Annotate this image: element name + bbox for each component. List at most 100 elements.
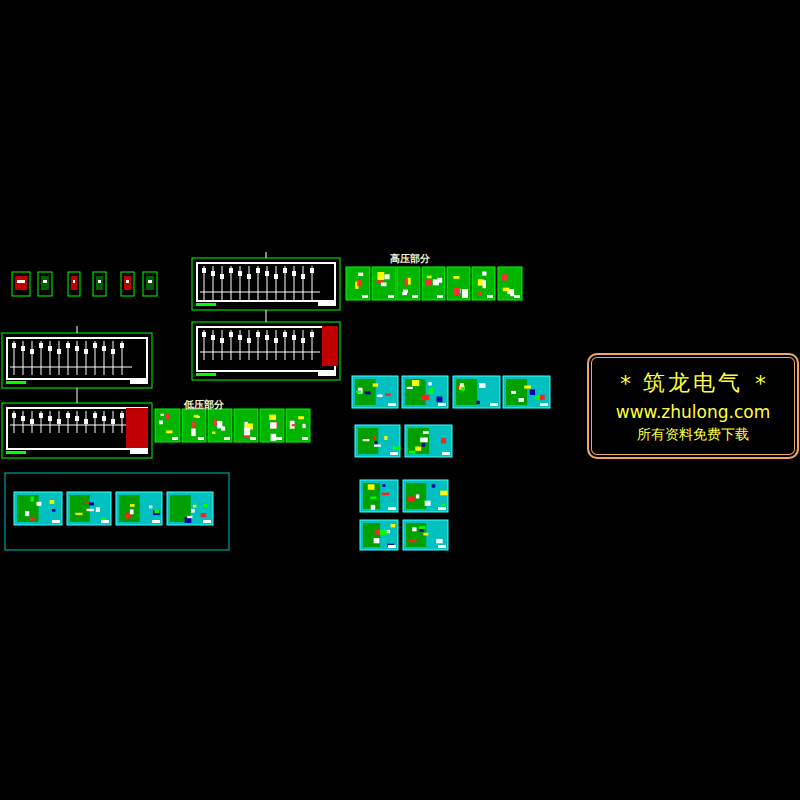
green-sheet: [498, 267, 522, 300]
breaker-symbol: [21, 346, 25, 351]
title-block: [6, 381, 26, 384]
cyan-sheet: [355, 425, 400, 457]
sheet-detail: [377, 395, 382, 397]
sheet-detail: [75, 513, 82, 515]
sheet-detail: [298, 416, 304, 419]
breaker-symbol: [202, 332, 206, 337]
schematic-table: [6, 337, 148, 380]
icon-detail: [73, 280, 75, 283]
sheet-detail: [159, 420, 163, 424]
title-block: [438, 403, 446, 406]
sheet-detail: [87, 509, 95, 511]
icon-sheet: [68, 272, 80, 296]
sheet-detail: [427, 276, 432, 279]
schematic-body: [198, 328, 334, 370]
sheet-detail: [428, 382, 431, 385]
sheet-detail: [454, 287, 460, 295]
title-block: [130, 378, 148, 384]
breaker-symbol: [229, 332, 233, 337]
green-sheet: [472, 267, 495, 300]
icon-detail: [98, 280, 101, 283]
feeder-line: [104, 411, 105, 433]
cyan-sheet: [403, 520, 448, 550]
feeder-line: [23, 411, 24, 433]
breaker-symbol: [202, 268, 206, 273]
slogan-text: 所有资料免费下载: [637, 426, 749, 444]
breaker-symbol: [265, 271, 269, 276]
cyan-sheet: [360, 520, 398, 550]
section-heading: 低压部分: [184, 398, 224, 412]
schematic-body: [8, 409, 146, 448]
sheet-detail: [405, 278, 408, 286]
breaker-symbol: [57, 419, 61, 424]
breaker-symbol: [66, 413, 70, 418]
tie-line: [77, 388, 78, 403]
schematic-sheet: [2, 403, 152, 458]
sheet-detail: [374, 444, 381, 446]
sheet-detail: [441, 438, 446, 443]
sheet-detail: [540, 395, 545, 400]
schematic-sheet: [192, 322, 340, 380]
icon-sheet: [143, 272, 157, 296]
panel-drawing: [17, 495, 39, 522]
icon-sheet: [93, 272, 106, 296]
sheet-detail: [166, 430, 172, 433]
sheet-detail: [479, 383, 485, 388]
title-block: [318, 370, 336, 376]
sheet-detail: [440, 491, 447, 496]
sheet-detail: [125, 513, 131, 519]
breaker-symbol: [12, 413, 16, 418]
breaker-symbol: [283, 268, 287, 273]
icon-fill: [124, 276, 131, 290]
sheet-detail: [25, 511, 29, 516]
sheet-detail: [511, 391, 516, 394]
sheet-detail: [271, 434, 277, 441]
sheet-detail: [429, 388, 433, 394]
icon-detail: [126, 280, 129, 283]
breaker-symbol: [30, 419, 34, 424]
title-block: [388, 507, 396, 510]
sheet-detail: [214, 419, 217, 425]
feeder-line: [303, 266, 304, 300]
breaker-symbol: [274, 274, 278, 279]
sheet-detail: [407, 387, 413, 389]
sheet-detail: [244, 428, 250, 435]
sheet-detail: [191, 509, 195, 513]
sheet-detail: [203, 504, 207, 507]
breaker-symbol: [48, 416, 52, 421]
sheet-detail: [165, 414, 169, 419]
sheet-detail: [358, 273, 363, 276]
breaker-symbol: [292, 335, 296, 340]
cyan-sheet: [402, 376, 448, 408]
sheet-detail: [536, 395, 540, 400]
website-url: www.zhulong.com: [616, 402, 770, 422]
sheet-detail: [374, 538, 380, 543]
title-block: [52, 520, 60, 523]
breaker-symbol: [256, 268, 260, 273]
sheet-detail: [426, 280, 432, 286]
panel-drawing: [363, 483, 380, 509]
green-sheet: [234, 409, 258, 442]
breaker-symbol: [220, 338, 224, 343]
feeder-line: [32, 341, 33, 375]
title-block: [442, 452, 450, 455]
breaker-symbol: [84, 349, 88, 354]
sheet-detail: [149, 505, 152, 508]
cyan-sheet: [14, 492, 62, 525]
sheet-detail: [382, 493, 389, 495]
title-block: [196, 303, 216, 306]
sheet-detail: [393, 447, 401, 450]
feeder-line: [240, 330, 241, 360]
sheet-detail: [153, 510, 160, 515]
sheet-detail: [193, 505, 196, 508]
breaker-symbol: [301, 274, 305, 279]
title-block: [438, 545, 446, 548]
title-block: [390, 452, 398, 455]
sheet-detail: [130, 504, 135, 507]
breaker-symbol: [39, 413, 43, 418]
breaker-symbol: [102, 346, 106, 351]
sheet-detail: [419, 526, 425, 529]
sheet-detail: [372, 506, 375, 508]
busbar: [200, 352, 320, 353]
green-sheet: [346, 267, 370, 300]
